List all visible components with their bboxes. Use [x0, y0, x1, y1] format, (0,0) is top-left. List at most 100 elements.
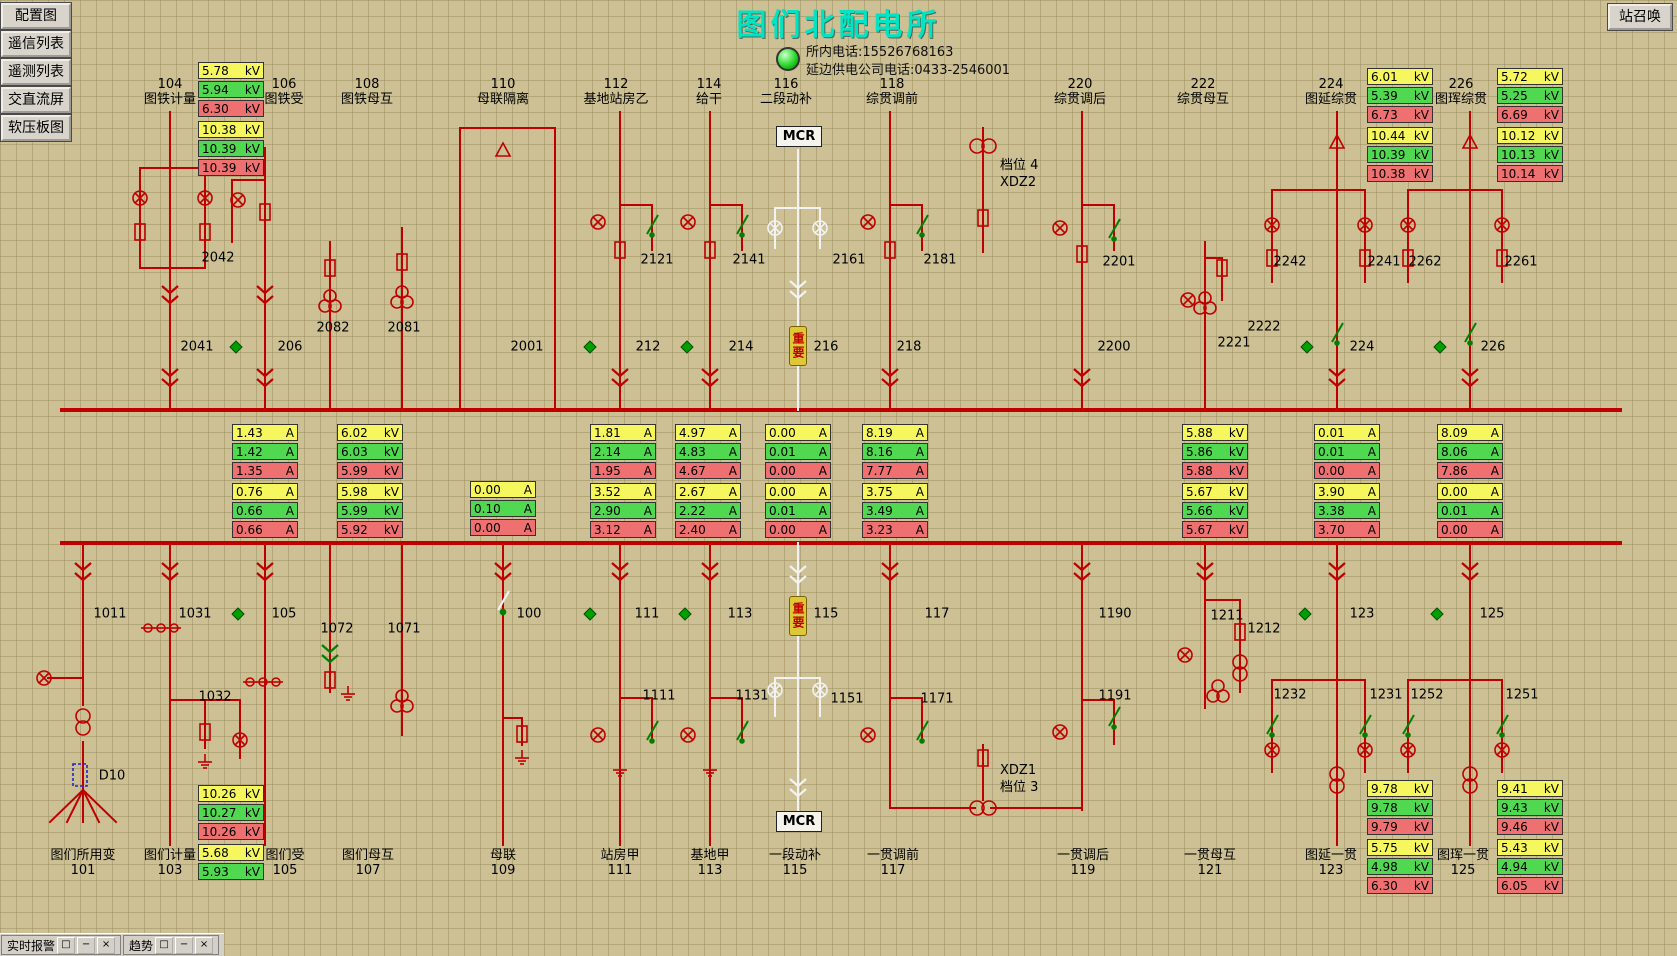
transformer-icon [1462, 766, 1478, 794]
status-diamond-icon [231, 607, 245, 621]
taskbar-item-label: 趋势 [129, 938, 154, 953]
meter-unit: kV [244, 82, 260, 97]
mcr-label-bottom[interactable]: MCR [776, 811, 822, 832]
close-icon[interactable]: × [97, 936, 116, 954]
disconnector-switch-icon[interactable] [916, 214, 929, 238]
sidebar-item-soft-plate-diagram[interactable]: 软压板图 [0, 114, 72, 142]
disconnector-switch-icon[interactable] [916, 720, 929, 744]
transformer-icon [1232, 654, 1248, 682]
device-label-2082: 2082 [316, 320, 350, 336]
schematic-line [81, 788, 118, 824]
disconnector-switch-icon[interactable] [1496, 714, 1509, 738]
feeder-id: 115 [782, 863, 808, 878]
feeder-name: 给干 [695, 92, 723, 107]
taskbar-item-realtime-alarm[interactable]: 实时报警 □ − × [1, 935, 122, 955]
disconnector-switch-icon[interactable] [1266, 714, 1279, 738]
sidebar-item-ac-dc-panel[interactable]: 交直流屏 [0, 86, 72, 114]
ct-phase-icon [256, 677, 270, 687]
disconnector-switch-icon[interactable] [1464, 322, 1477, 346]
sidebar-item-config-diagram[interactable]: 配置图 [0, 2, 72, 30]
disconnector-switch-icon[interactable] [1108, 706, 1121, 730]
restore-icon[interactable]: □ [57, 936, 76, 954]
device-label-2242: 2242 [1273, 254, 1307, 270]
flow-arrow-icon [1461, 562, 1479, 582]
meter-unit: kV [1228, 503, 1244, 518]
meter-value: 1.35 [236, 463, 263, 478]
station-call-button[interactable]: 站召唤 [1607, 3, 1673, 31]
meter-value: 10.44 [1371, 128, 1406, 143]
minimize-icon[interactable]: − [77, 936, 96, 954]
disconnector-switch-icon[interactable] [646, 214, 659, 238]
meter-value: 0.00 [769, 425, 796, 440]
feeder-name: 图铁母互 [340, 92, 394, 107]
device-label-D10: D10 [98, 768, 126, 784]
minimize-icon[interactable]: − [175, 936, 194, 954]
meter-unit: kV [1413, 107, 1429, 122]
disconnector-switch-icon[interactable] [1108, 218, 1121, 242]
meter-value: 10.39 [1371, 147, 1406, 162]
meter-unit: A [523, 520, 532, 535]
meter-value: 9.78 [1371, 781, 1398, 796]
sidebar-item-telemetry-list[interactable]: 遥测列表 [0, 58, 72, 86]
meter-value: 2.22 [679, 503, 706, 518]
device-label-111: 111 [634, 606, 660, 622]
breaker-switch-icon[interactable] [497, 590, 510, 616]
feeder-name: 综贯调后 [1053, 92, 1107, 107]
disconnector-switch-icon[interactable] [1331, 322, 1344, 346]
meter-value: 6.30 [202, 101, 229, 116]
meter-unit: kV [383, 463, 399, 478]
device-label-1211: 1211 [1210, 608, 1244, 624]
indicator-lamp-icon [767, 220, 783, 236]
status-diamond-icon [229, 340, 243, 354]
meter-value: 4.98 [1371, 859, 1398, 874]
flow-arrow-icon [789, 778, 807, 798]
disconnector-switch-icon[interactable] [1402, 714, 1415, 738]
indicator-lamp-icon [1494, 217, 1510, 233]
feeder-id: 106 [271, 77, 297, 92]
disconnector-switch-icon[interactable] [736, 214, 749, 238]
mcr-label-top[interactable]: MCR [776, 126, 822, 147]
ct-box-icon [259, 203, 271, 221]
meter-unit: A [643, 484, 652, 499]
ct-phase-icon [243, 677, 257, 687]
device-label-1251: 1251 [1505, 687, 1539, 703]
indicator-lamp-icon [812, 682, 828, 698]
xdz2-tap-annotation: 档位 4 XDZ2 [1000, 157, 1038, 191]
disconnector-switch-icon[interactable] [1359, 714, 1372, 738]
meter-unit: A [818, 522, 827, 537]
status-diamond-icon [1430, 607, 1444, 621]
disconnector-switch-icon[interactable] [646, 720, 659, 744]
device-label-1151: 1151 [830, 691, 864, 707]
device-label-1232: 1232 [1273, 687, 1307, 703]
feeder-id: 112 [603, 77, 629, 92]
disconnector-switch-icon[interactable] [736, 720, 749, 744]
sidebar-item-remote-signal-list[interactable]: 遥信列表 [0, 30, 72, 58]
ct-box-icon [324, 671, 336, 689]
meter-unit: A [915, 484, 924, 499]
taskbar-item-trend[interactable]: 趋势 □ − × [123, 935, 220, 955]
close-icon[interactable]: × [195, 936, 214, 954]
restore-icon[interactable]: □ [155, 936, 174, 954]
